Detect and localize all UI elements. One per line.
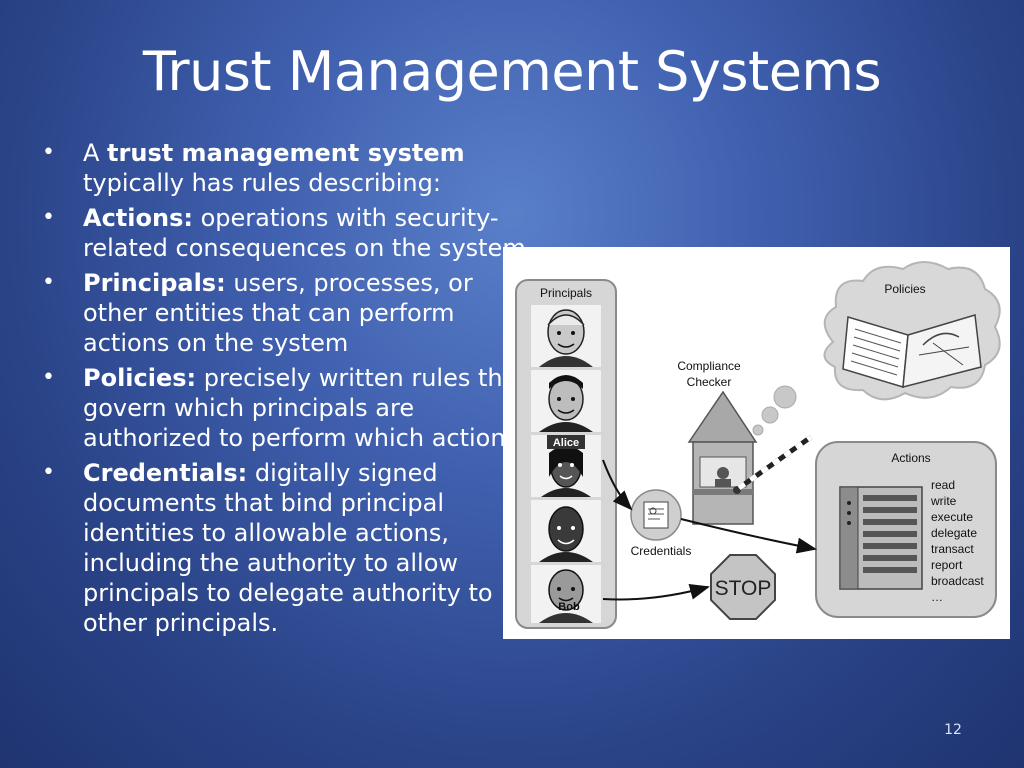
principal-face-alice-icon: Alice — [531, 435, 601, 497]
thought-bubbles-icon — [752, 385, 797, 436]
alice-to-credentials-arrow — [602, 459, 633, 511]
principals-label: Principals — [540, 286, 592, 300]
bob-label: Bob — [558, 601, 580, 613]
bullet-icon: • — [42, 205, 55, 230]
slide-title: Trust Management Systems — [142, 40, 882, 103]
credentials-icon — [630, 489, 682, 541]
compliance-checker-label-line2: Checker — [687, 375, 732, 389]
principal-face-icon — [531, 305, 601, 367]
diagram-svg: Principals — [515, 261, 1001, 629]
action-transact: transact — [931, 542, 974, 556]
principals-panel: Principals — [515, 279, 617, 629]
actions-panel: Actions read write execute delegate tran… — [815, 441, 997, 618]
principal-face-icon — [531, 370, 601, 432]
actions-label: Actions — [891, 451, 930, 465]
bullet-item-credentials: • Credentials: digitally signed document… — [42, 459, 493, 637]
bullet-icon: • — [42, 460, 55, 485]
action-read: read — [931, 478, 955, 492]
principal-face-bob-icon: Bob — [531, 565, 601, 623]
server-rack-icon — [839, 486, 923, 590]
action-broadcast: broadcast — [931, 574, 984, 588]
credentials-label: Credentials — [631, 544, 692, 558]
policies-label: Policies — [884, 282, 925, 296]
action-report: report — [931, 558, 963, 572]
slide-number: 12 — [944, 722, 962, 738]
bullet-icon: • — [42, 140, 55, 165]
bullet-item-actions: • Actions: operations with security-rela… — [42, 204, 526, 262]
action-more: … — [931, 590, 943, 604]
action-delegate: delegate — [931, 526, 977, 540]
credentials-to-actions-arrow — [680, 518, 817, 554]
bullet-item-policies: • Policies: precisely written rules that… — [42, 364, 527, 452]
bullet-item-trust-management: •A trust management system typically has… — [42, 139, 465, 197]
action-execute: execute — [931, 510, 973, 524]
bullet-icon: • — [42, 270, 55, 295]
trust-management-diagram: Principals — [503, 247, 1010, 639]
compliance-checker-label-line1: Compliance — [677, 359, 741, 373]
policy-book-icon — [842, 314, 982, 388]
compliance-checker-booth-icon — [687, 390, 813, 525]
policies-cloud: Policies — [823, 261, 1001, 401]
bullet-icon: • — [42, 365, 55, 390]
stop-label: STOP — [715, 577, 772, 600]
action-write: write — [930, 494, 957, 508]
bullet-item-principals: • Principals: users, processes, or other… — [42, 269, 473, 357]
stop-sign-icon: STOP — [710, 554, 776, 620]
bullet-list: •A trust management system typically has… — [40, 138, 530, 643]
principal-face-icon — [531, 500, 601, 562]
bob-to-stop-arrow — [602, 584, 710, 601]
alice-label: Alice — [553, 437, 579, 449]
